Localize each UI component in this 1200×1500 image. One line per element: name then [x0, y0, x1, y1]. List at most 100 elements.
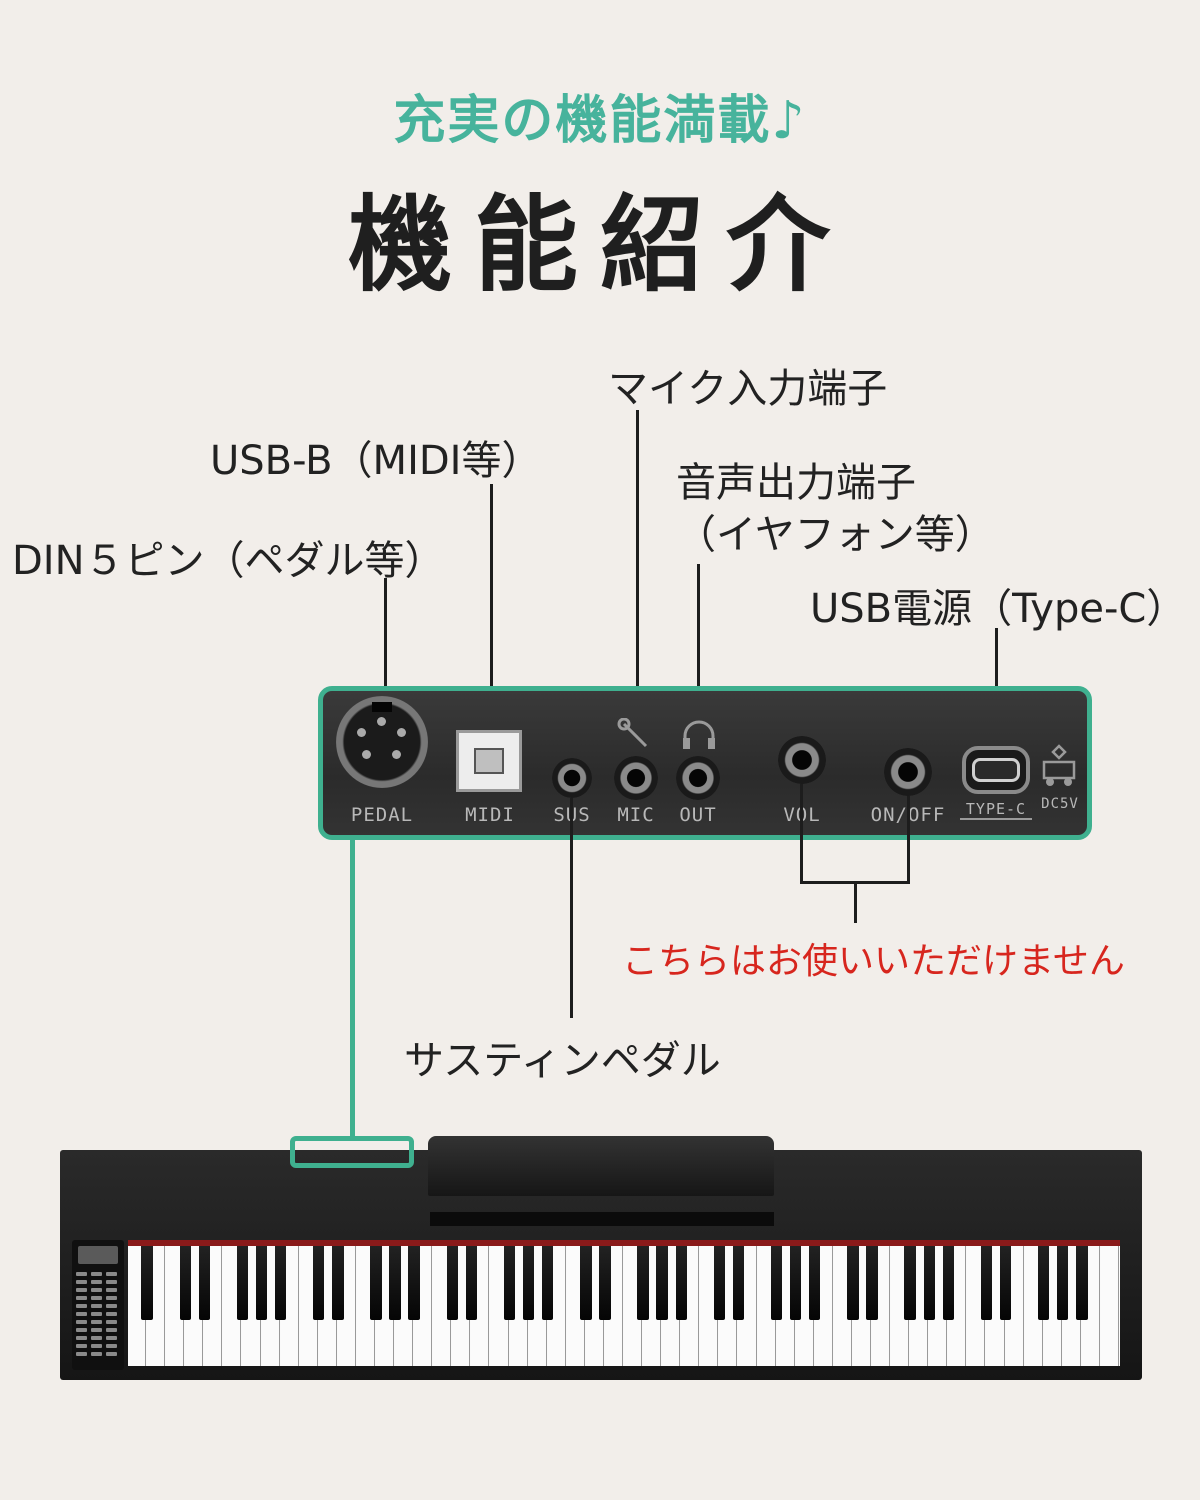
control-button [91, 1304, 102, 1308]
control-button [76, 1312, 87, 1316]
led-display [78, 1246, 118, 1264]
microphone-icon [616, 717, 656, 752]
black-key [1037, 1246, 1050, 1321]
headphones-icon [680, 718, 718, 752]
usb-b-port [456, 730, 522, 792]
black-key [446, 1246, 459, 1321]
usb-b-leader-line [490, 484, 493, 754]
out-leader-line [697, 564, 700, 768]
black-key [236, 1246, 249, 1321]
black-key [179, 1246, 191, 1321]
black-key [274, 1246, 287, 1321]
panel-location-connector [350, 840, 355, 1140]
black-key [313, 1246, 325, 1321]
black-key [198, 1246, 211, 1321]
control-button [91, 1272, 102, 1276]
usb-b-port-inner [474, 748, 504, 774]
black-key [942, 1246, 955, 1321]
audio-out-label: 音声出力端子 [676, 460, 916, 506]
din-pin [392, 750, 401, 759]
din-pin [397, 728, 406, 737]
mic-input-label: マイク入力端子 [608, 366, 888, 412]
black-key [923, 1246, 935, 1321]
sustain-leader-line [570, 798, 573, 1018]
control-button [106, 1288, 117, 1292]
control-button [76, 1336, 87, 1340]
usb-power-label: USB電源（Type-C） [810, 586, 1187, 632]
din-pin [362, 750, 371, 759]
control-button [106, 1272, 117, 1276]
vol-leader-line [800, 784, 803, 884]
black-key [675, 1246, 687, 1321]
control-button [76, 1320, 87, 1324]
black-key [1076, 1246, 1088, 1321]
black-key [389, 1246, 401, 1321]
control-button [91, 1344, 102, 1348]
black-key [408, 1246, 420, 1321]
usb-b-label: USB-B（MIDI等） [210, 438, 542, 484]
black-key [847, 1246, 859, 1321]
not-usable-note: こちらはお使いいただけません [622, 941, 1125, 982]
control-button [106, 1280, 117, 1284]
din-key-notch [372, 702, 392, 712]
din-pin [377, 717, 386, 726]
black-key [141, 1246, 153, 1321]
control-button [106, 1328, 117, 1332]
white-key [1100, 1246, 1119, 1366]
music-rest [428, 1136, 774, 1196]
control-buttons [76, 1272, 120, 1364]
black-key [1057, 1246, 1069, 1321]
control-button [76, 1304, 87, 1308]
black-key [503, 1246, 516, 1321]
black-key [580, 1246, 592, 1321]
bracket-stem [854, 881, 857, 923]
control-button [106, 1312, 117, 1316]
mic-port-label: MIC [617, 804, 655, 826]
mic-jack [614, 756, 658, 800]
black-key [770, 1246, 783, 1321]
control-button [106, 1304, 117, 1308]
black-key [980, 1246, 993, 1321]
power-switch [884, 748, 932, 796]
audio-out-sub-label: （イヤフォン等） [676, 512, 995, 558]
black-key [732, 1246, 745, 1321]
music-rest-ledge [430, 1212, 774, 1226]
volume-knob [778, 736, 826, 784]
control-button [91, 1320, 102, 1324]
control-button [76, 1296, 87, 1300]
black-key [255, 1246, 268, 1321]
control-button [91, 1288, 102, 1292]
black-key [465, 1246, 478, 1321]
black-key [656, 1246, 668, 1321]
usb-c-port-inner [972, 758, 1020, 782]
control-button [76, 1352, 87, 1356]
out-jack [676, 756, 720, 800]
black-key [999, 1246, 1012, 1321]
din5-leader-line [384, 578, 387, 704]
din5-label: DIN５ピン（ペダル等） [12, 538, 445, 584]
keyboard [128, 1246, 1120, 1366]
page-title: 機能紹介 [347, 184, 852, 306]
control-button [76, 1272, 87, 1276]
typec-label: TYPE-C [960, 800, 1032, 820]
black-key [599, 1246, 611, 1321]
control-button [106, 1336, 117, 1340]
control-button [106, 1296, 117, 1300]
sustain-jack [552, 758, 592, 798]
control-button [91, 1312, 102, 1316]
feature-subtitle: 充実の機能満載♪ [393, 91, 807, 151]
sustain-label: サスティンペダル [404, 1038, 721, 1084]
black-key [866, 1246, 878, 1321]
black-key [332, 1246, 344, 1321]
black-key [541, 1246, 554, 1321]
black-key [370, 1246, 382, 1321]
key-felt [128, 1240, 1120, 1246]
control-button [76, 1280, 87, 1284]
control-button [106, 1352, 117, 1356]
black-key [522, 1246, 535, 1321]
black-key [713, 1246, 726, 1321]
control-button [91, 1352, 102, 1356]
control-button [76, 1328, 87, 1332]
black-key [904, 1246, 916, 1321]
black-key [637, 1246, 649, 1321]
